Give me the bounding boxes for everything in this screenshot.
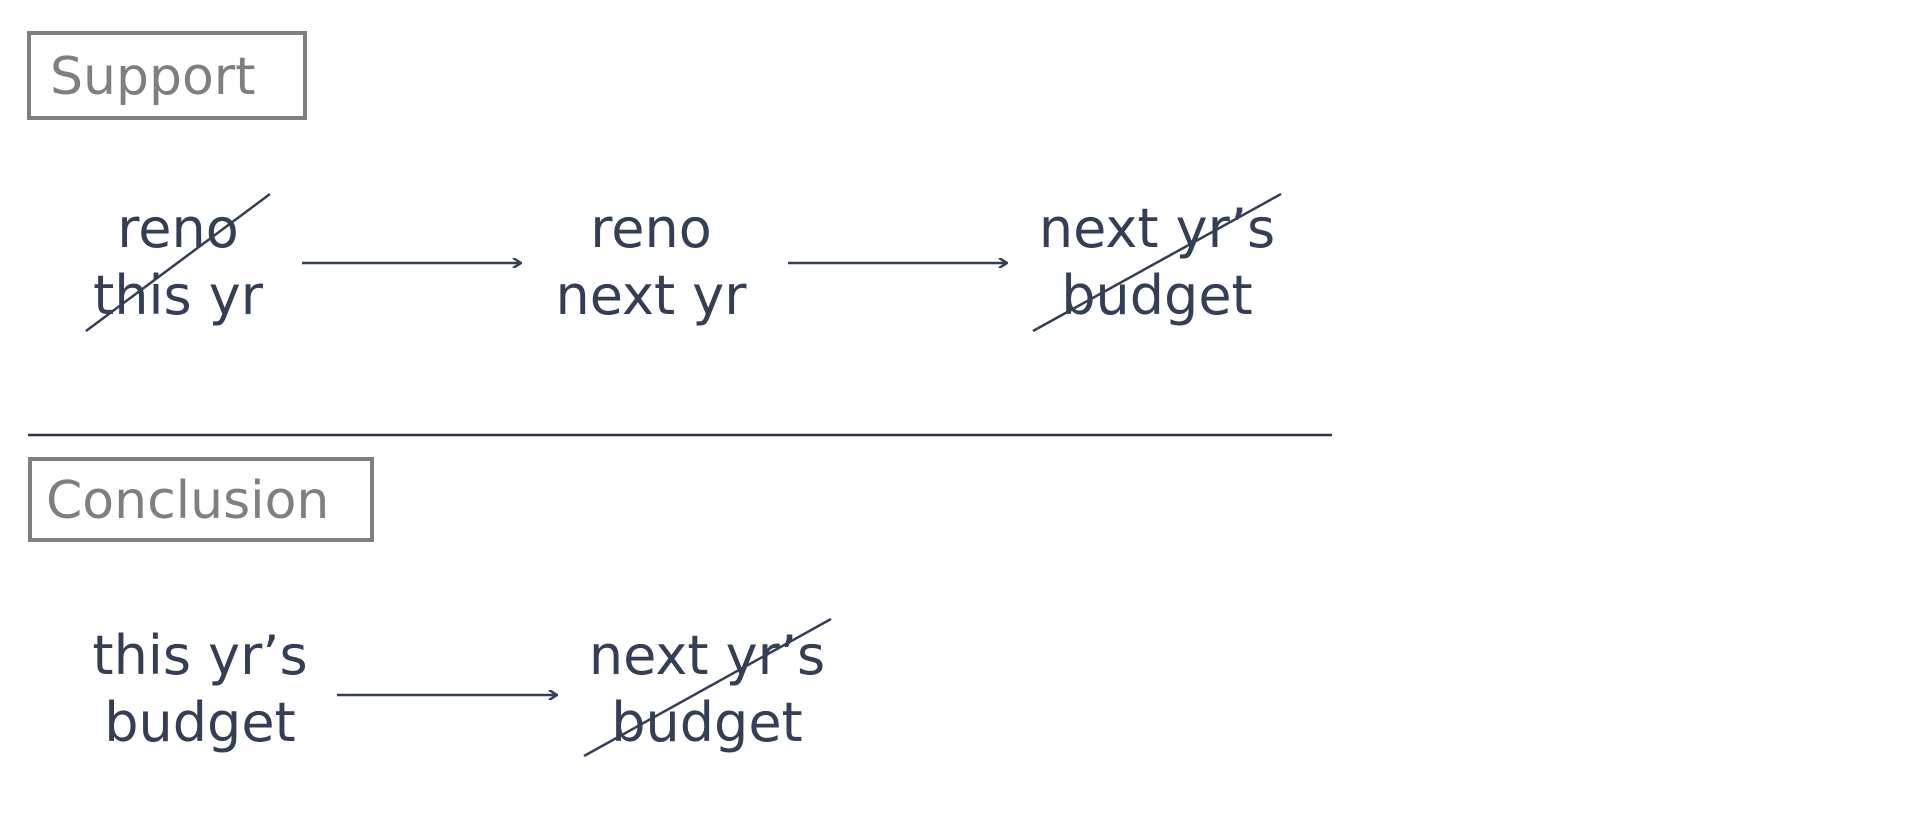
node-line-2: budget xyxy=(611,691,802,754)
conclusion-node-2: next yr’s budget xyxy=(583,617,832,758)
conclusion-node-1: this yr’s budget xyxy=(92,624,307,754)
strike-through-line xyxy=(1032,192,1282,333)
support-node-2: reno next yr xyxy=(556,197,748,327)
node-line-1: next yr’s xyxy=(589,624,825,687)
support-section: Support reno this yr reno next yr next y… xyxy=(27,31,1282,333)
node-line-1: reno xyxy=(590,197,712,260)
node-line-1: reno xyxy=(117,197,239,260)
node-line-2: next yr xyxy=(556,264,748,327)
support-node-1: reno this yr xyxy=(85,192,271,333)
support-label: Support xyxy=(50,47,256,107)
node-line-2: this yr xyxy=(93,264,264,327)
node-line-1: next yr’s xyxy=(1039,197,1275,260)
strike-through-line xyxy=(85,192,271,333)
support-node-3: next yr’s budget xyxy=(1032,192,1282,333)
conclusion-label: Conclusion xyxy=(46,471,329,531)
node-line-1: this yr’s xyxy=(92,624,307,687)
node-line-2: budget xyxy=(104,691,295,754)
conclusion-label-box xyxy=(28,457,374,542)
strike-through-line xyxy=(583,617,832,758)
support-label-box xyxy=(27,31,307,120)
conclusion-section: Conclusion this yr’s budget next yr’s bu… xyxy=(28,457,832,758)
node-line-2: budget xyxy=(1061,264,1252,327)
